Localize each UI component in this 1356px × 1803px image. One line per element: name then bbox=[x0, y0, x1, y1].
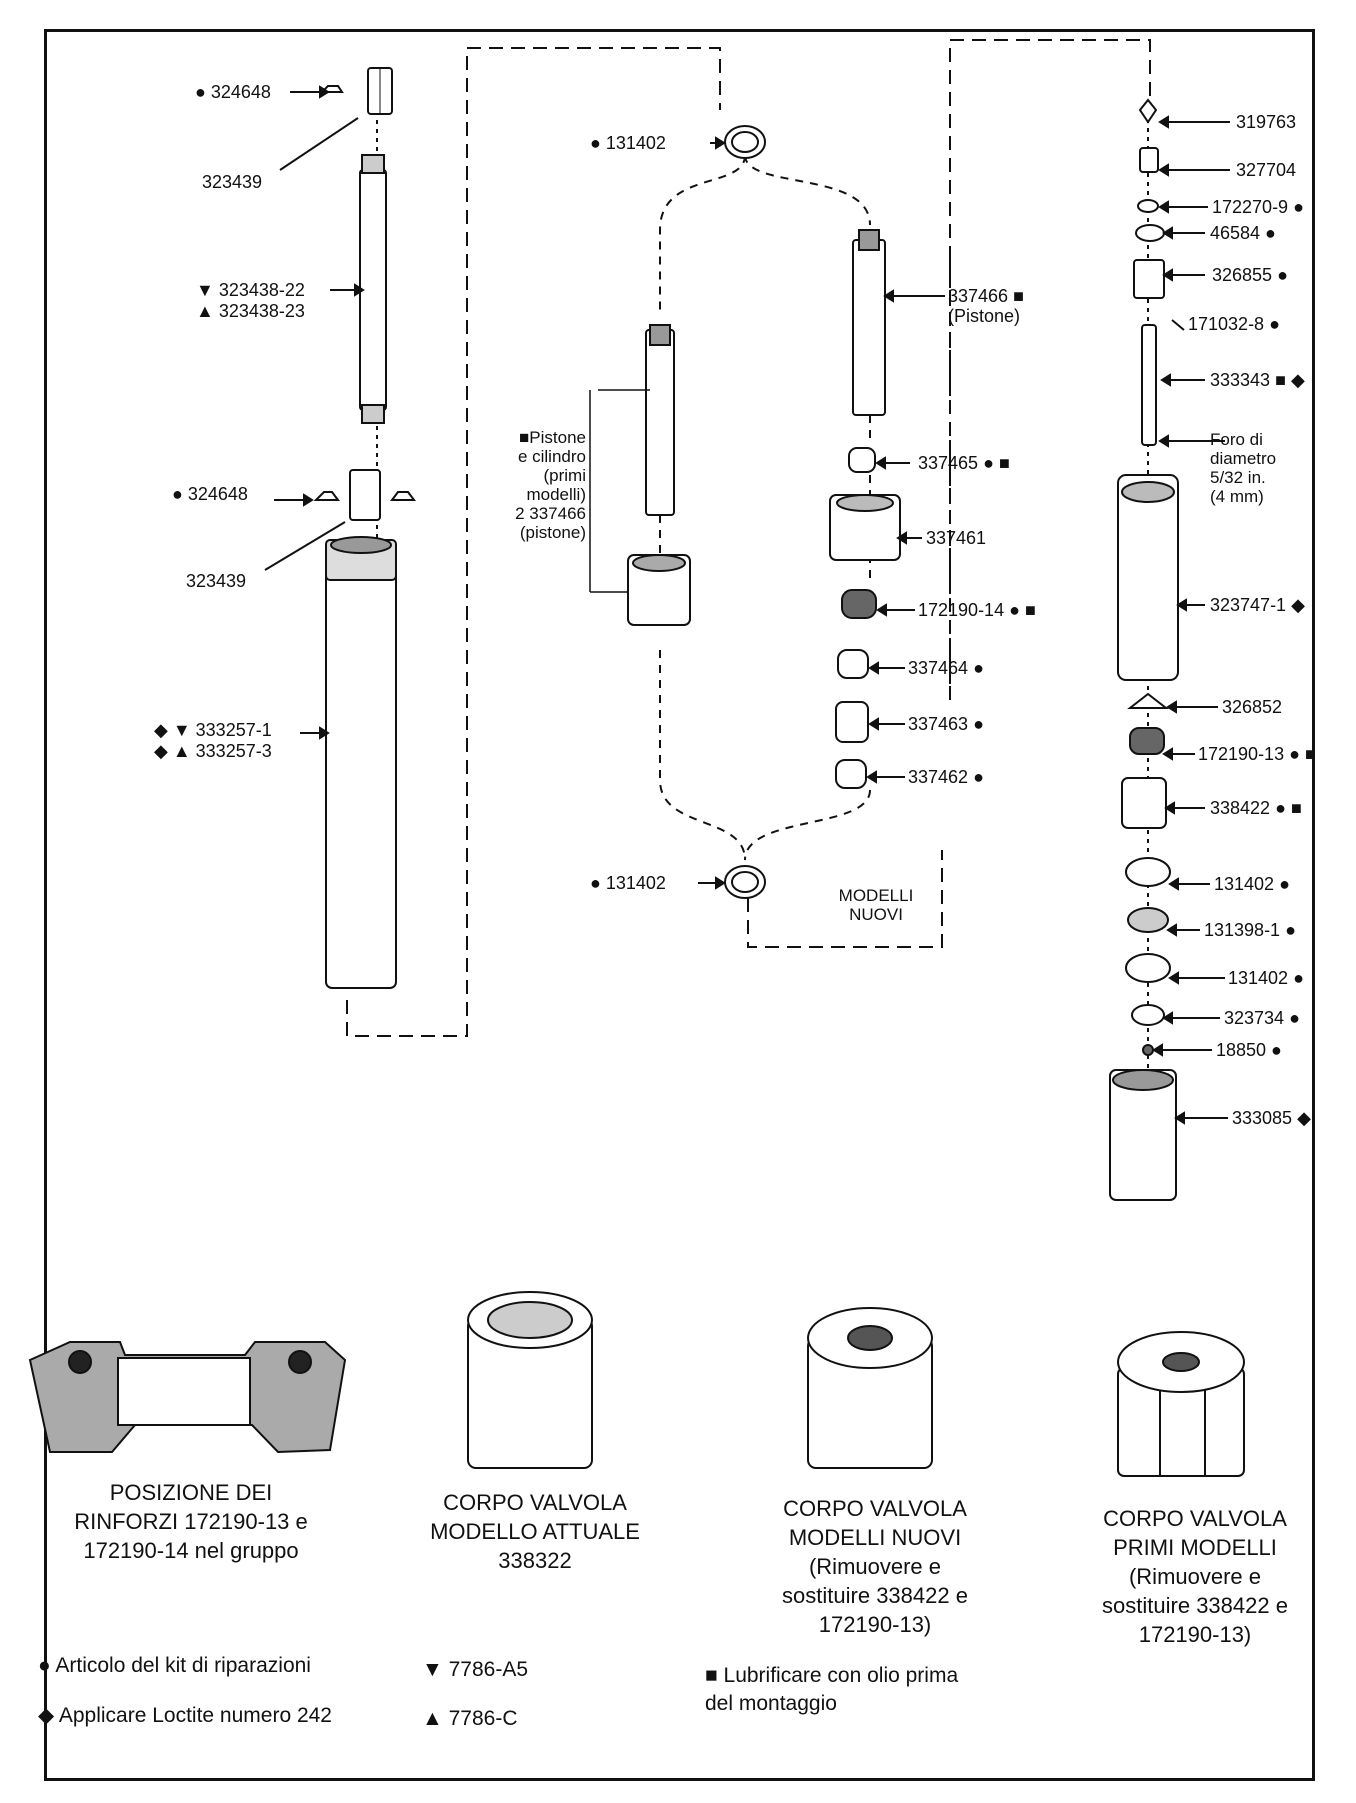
seal-172190-13 bbox=[1129, 727, 1165, 755]
note-early-models: ■Pistone e cilindro (primi modelli) 2 33… bbox=[515, 428, 586, 542]
label-323439-middle: 323439 bbox=[186, 571, 247, 591]
note-hole-diameter: Foro di diametro 5/32 in. (4 mm) bbox=[1210, 430, 1277, 506]
legend-lubricate: ■ Lubrificare con olio prima del montagg… bbox=[705, 1664, 959, 1715]
o-ring-131402-r1 bbox=[1125, 857, 1171, 887]
o-ring-46584 bbox=[1135, 224, 1165, 242]
ball-18850 bbox=[1142, 1044, 1154, 1056]
label-171032-8: 171032-8 ● bbox=[1188, 314, 1280, 334]
valve-body-current-drawing bbox=[467, 1291, 593, 1469]
hex-nut-middle bbox=[349, 469, 381, 521]
label-327704: 327704 bbox=[1236, 160, 1297, 180]
label-18850: 18850 ● bbox=[1216, 1040, 1282, 1060]
part-337463 bbox=[835, 701, 869, 743]
cylinder-323747-1 bbox=[1117, 474, 1179, 681]
legend-kit: ● Articolo del kit di riparazioni bbox=[38, 1654, 311, 1677]
part-338422 bbox=[1121, 777, 1167, 829]
branch-top bbox=[659, 154, 871, 310]
label-pistone: (Pistone) bbox=[948, 306, 1021, 326]
valve-body-early-drawing bbox=[1117, 1331, 1245, 1477]
part-337462 bbox=[835, 759, 867, 789]
label-337462: 337462 ● bbox=[908, 767, 984, 787]
legend-7786-c: ▲ 7786-C bbox=[422, 1707, 518, 1730]
ring-131398-1 bbox=[1127, 907, 1169, 933]
o-ring-131402-r2 bbox=[1125, 953, 1171, 983]
part-337464 bbox=[837, 649, 869, 679]
drawing-frame bbox=[44, 29, 1315, 1781]
part-326852 bbox=[1127, 692, 1169, 709]
label-323747-1: 323747-1 ◆ bbox=[1210, 595, 1305, 615]
label-324648-middle: ● 324648 bbox=[172, 484, 248, 504]
legend-loctite: ◆ Applicare Loctite numero 242 bbox=[38, 1704, 332, 1727]
seal-172190-14 bbox=[841, 589, 877, 619]
caption-valve-new: CORPO VALVOLA MODELLI NUOVI (Rimuovere e… bbox=[782, 1496, 968, 1637]
o-ring-172270-9 bbox=[1137, 199, 1159, 213]
label-337461: 337461 bbox=[926, 528, 987, 548]
label-323734: 323734 ● bbox=[1224, 1008, 1300, 1028]
label-131402-r2: 131402 ● bbox=[1228, 968, 1304, 988]
label-333343: 333343 ■ ◆ bbox=[1210, 370, 1305, 390]
part-319763 bbox=[1138, 98, 1158, 124]
valve-body-new-drawing bbox=[807, 1307, 933, 1469]
label-338422: 338422 ● ■ bbox=[1210, 798, 1302, 818]
label-131402-top: ● 131402 bbox=[590, 133, 666, 153]
caption-valve-current: CORPO VALVOLA MODELLO ATTUALE 338322 bbox=[430, 1490, 640, 1573]
label-324648-top: ● 324648 bbox=[195, 82, 271, 102]
cylinder-333257 bbox=[325, 547, 397, 989]
early-piston bbox=[645, 329, 675, 516]
label-333085: 333085 ◆ bbox=[1232, 1108, 1311, 1128]
label-319763: 319763 bbox=[1236, 112, 1297, 132]
label-172190-14: 172190-14 ● ■ bbox=[918, 600, 1036, 620]
label-172270-9: 172270-9 ● bbox=[1212, 197, 1304, 217]
label-326855: 326855 ● bbox=[1212, 265, 1288, 285]
label-323438-23: ▲ 323438-23 bbox=[196, 301, 305, 321]
reinforcement-section-drawing bbox=[28, 1341, 347, 1454]
label-323439-top: 323439 bbox=[202, 172, 263, 192]
part-337465 bbox=[848, 447, 876, 473]
rod-333343 bbox=[1141, 324, 1157, 446]
label-326852: 326852 bbox=[1222, 697, 1283, 717]
label-131402-bottom: ● 131402 bbox=[590, 873, 666, 893]
label-337466: 337466 ■ bbox=[948, 286, 1024, 306]
label-46584: 46584 ● bbox=[1210, 223, 1276, 243]
label-337465: 337465 ● ■ bbox=[918, 453, 1010, 473]
connector-left-to-middle bbox=[346, 47, 721, 1037]
note-new-models: MODELLI NUOVI bbox=[838, 886, 914, 924]
label-333257-1: ◆ ▼ 333257-1 bbox=[154, 720, 272, 740]
label-337463: 337463 ● bbox=[908, 714, 984, 734]
label-333257-3: ◆ ▲ 333257-3 bbox=[154, 741, 272, 761]
caption-rinforzi: POSIZIONE DEI RINFORZI 172190-13 e 17219… bbox=[74, 1480, 308, 1563]
legend-7786-a5: ▼ 7786-A5 bbox=[422, 1658, 529, 1681]
part-326855 bbox=[1133, 259, 1165, 299]
label-131398-1: 131398-1 ● bbox=[1204, 920, 1296, 940]
label-131402-r1: 131402 ● bbox=[1214, 874, 1290, 894]
washer-323734 bbox=[1131, 1004, 1165, 1026]
caption-valve-early: CORPO VALVOLA PRIMI MODELLI (Rimuovere e… bbox=[1102, 1506, 1288, 1647]
label-337464: 337464 ● bbox=[908, 658, 984, 678]
piston-337466 bbox=[852, 239, 886, 416]
connector-middle-to-right bbox=[747, 850, 943, 948]
part-327704 bbox=[1139, 147, 1159, 173]
label-172190-13: 172190-13 ● ■ bbox=[1198, 744, 1316, 764]
label-323438-22: ▼ 323438-22 bbox=[196, 280, 305, 300]
branch-bottom bbox=[659, 650, 871, 861]
